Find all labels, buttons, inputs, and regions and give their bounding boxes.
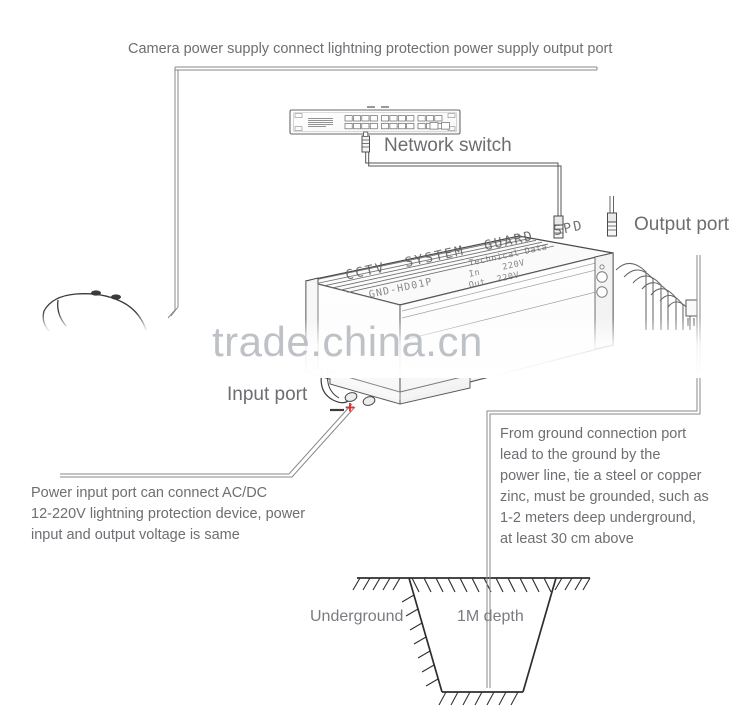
ground-pit: [352, 560, 591, 706]
caption-ground-line-5: 1-2 meters deep underground,: [500, 510, 696, 526]
caption-ground-line-6: at least 30 cm above: [500, 531, 634, 547]
input-port-terminals: [320, 369, 376, 412]
label-output-port: Output port: [634, 214, 730, 235]
leader-camera-power: [167, 66, 598, 319]
caption-power-input-line-1: Power input port can connect AC/DC: [31, 485, 268, 501]
terminal-positive-mark: +: [345, 398, 355, 417]
switch-connector: [361, 131, 370, 153]
switch-port-group: [344, 115, 450, 130]
watermark: trade.china.cn: [212, 318, 483, 365]
caption-ground: From ground connection port lead to the …: [500, 424, 720, 550]
caption-ground-line-4: zinc, must be grounded, such as: [500, 489, 709, 505]
output-port-connector: [553, 196, 617, 239]
label-input-port: Input port: [227, 384, 308, 405]
label-depth: 1M depth: [457, 608, 524, 625]
caption-power-input-line-3: input and output voltage is same: [31, 527, 240, 543]
camera-power-cable: [42, 290, 147, 332]
leader-power-input: [60, 403, 356, 478]
caption-camera-power: Camera power supply connect lightning pr…: [128, 41, 613, 57]
network-switch: [289, 106, 461, 135]
label-underground: Underground: [310, 608, 404, 625]
caption-ground-line-3: power line, tie a steel or copper: [500, 468, 702, 484]
caption-ground-line-2: lead to the ground by the: [500, 447, 661, 463]
caption-power-input-line-2: 12-220V lightning protection device, pow…: [31, 506, 306, 522]
corrugated-cable-sleeve: [615, 262, 698, 330]
caption-ground-line-1: From ground connection port: [500, 426, 687, 442]
caption-power-input: Power input port can connect AC/DC 12-22…: [31, 483, 361, 546]
label-network-switch: Network switch: [384, 135, 512, 156]
cable-switch-to-spd: [365, 152, 562, 216]
